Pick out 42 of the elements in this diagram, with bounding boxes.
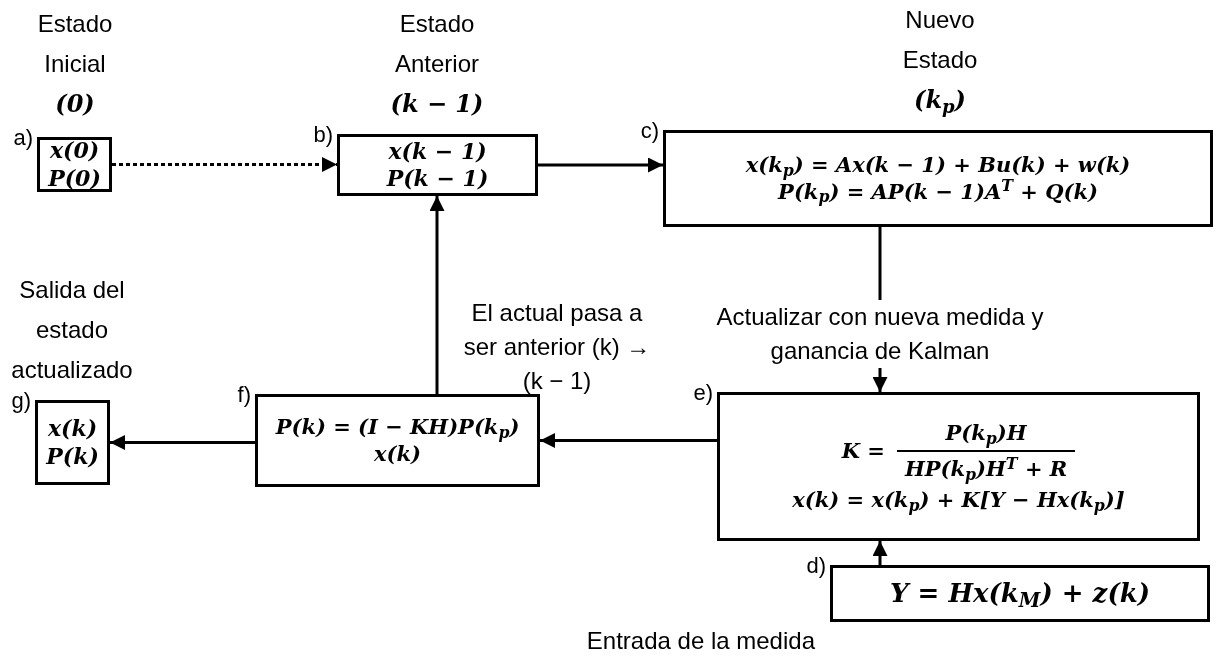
- formula: x(k): [47, 415, 98, 443]
- step-letter: g): [10, 390, 31, 412]
- arrow: [872, 541, 888, 565]
- step-letter: c): [639, 120, 659, 142]
- fraction-numerator: P(k$_{p}$)H: [944, 420, 1028, 447]
- input-caption: Entrada de la medida: [586, 626, 815, 656]
- formula: x(0): [49, 137, 100, 165]
- formula: P(0): [48, 164, 101, 192]
- step-letter: b): [312, 124, 333, 146]
- arrow: [538, 157, 663, 173]
- step-letter: d): [805, 555, 826, 577]
- arrow: [540, 433, 717, 448]
- step-letter: e): [692, 382, 713, 404]
- formula: P(k): [46, 442, 99, 470]
- formula: x(k − 1): [388, 137, 487, 165]
- state-heading: Estado Inicial: [36, 9, 114, 79]
- formula: x(k): [374, 440, 421, 467]
- step-letter: f): [236, 384, 251, 406]
- arrow: [429, 196, 445, 394]
- state-index: (k − 1): [390, 88, 484, 120]
- formula-box: [255, 394, 540, 487]
- step-letter: a): [12, 127, 33, 149]
- formula: P(k − 1): [386, 165, 489, 193]
- formula: K =: [841, 438, 885, 465]
- formula-box: [717, 392, 1200, 541]
- formula-box: [37, 137, 112, 192]
- formula-box: [337, 134, 538, 196]
- formula-box: [663, 130, 1213, 227]
- formula: P(k) = (I − KH)P(k$_{p}$): [275, 414, 520, 441]
- state-heading: Estado Anterior: [393, 9, 480, 79]
- fraction-denominator: HP(k$_{p}$)H$^{T}$ + R: [903, 456, 1069, 483]
- formula: x(k) = x(k$_{p}$) + K[Y − Hx(k$_{p}$)]: [792, 486, 1125, 513]
- arrow: [110, 435, 255, 450]
- formula: Y = Hx(k$_{M}$) + z(k): [890, 577, 1150, 610]
- state-index: (k$_{p}$): [914, 84, 966, 119]
- arrow: [112, 157, 337, 172]
- state-index: (0): [55, 88, 95, 120]
- formula-box: [830, 565, 1210, 622]
- state-heading: Nuevo Estado: [901, 5, 979, 75]
- state-heading: Salida del estado actualizado: [10, 275, 134, 385]
- formula-box: [35, 400, 110, 485]
- formula: x(k$_{p}$) = Ax(k − 1) + Bu(k) + w(k): [745, 152, 1131, 179]
